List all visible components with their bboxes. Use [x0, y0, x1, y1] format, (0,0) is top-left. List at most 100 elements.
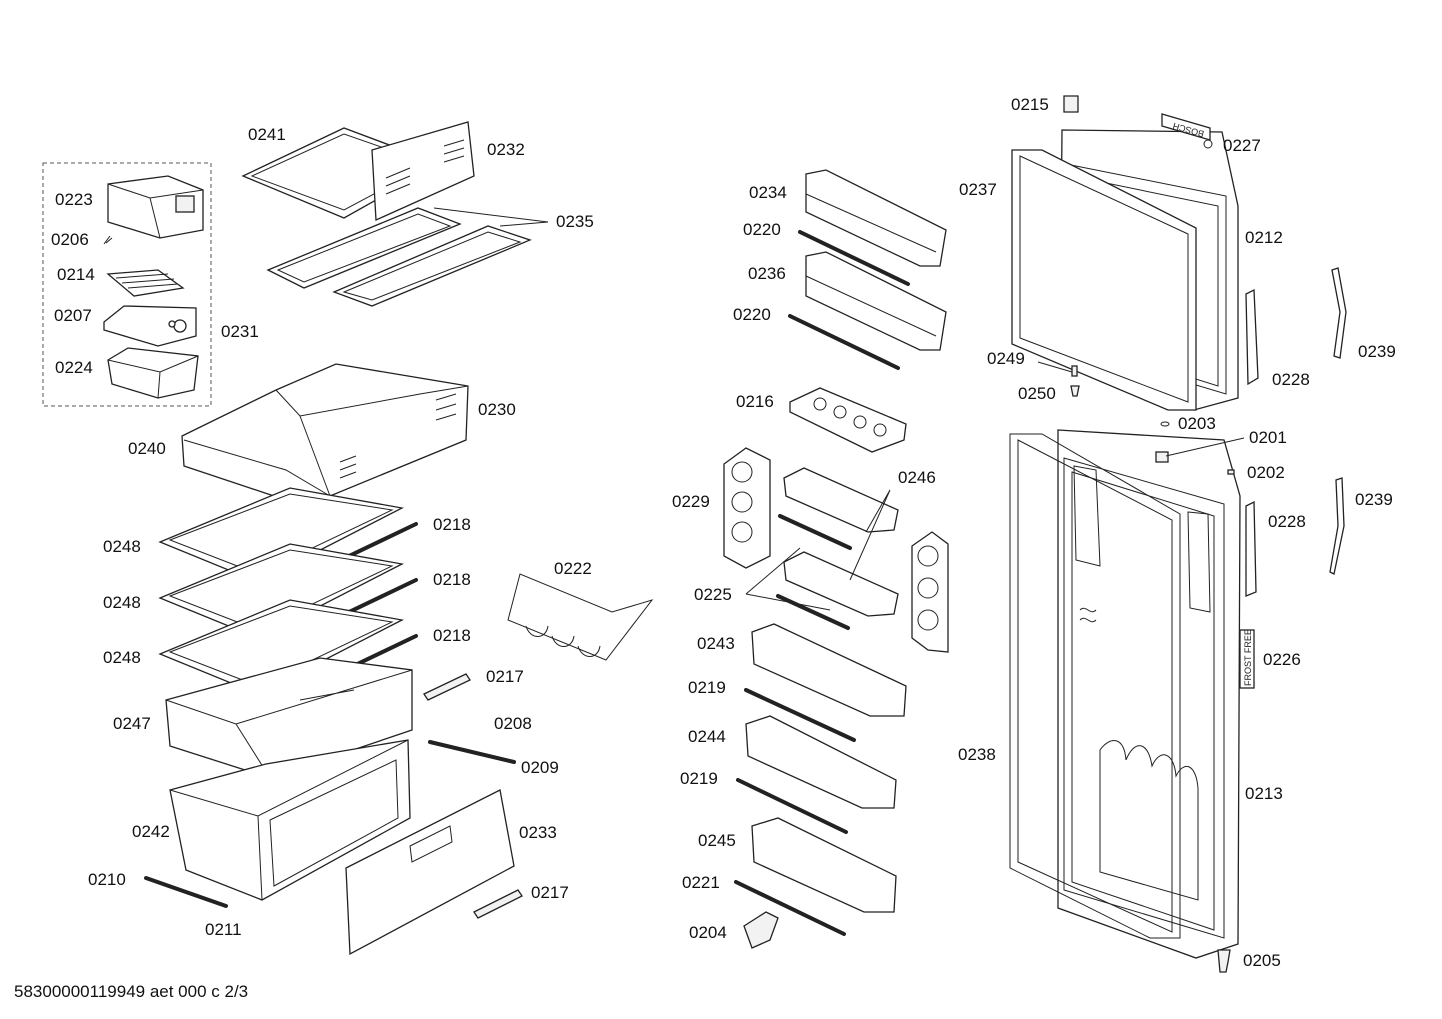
label-0208: 0208	[494, 714, 532, 733]
part-0208-rail	[428, 740, 516, 764]
label-0236: 0236	[748, 264, 786, 283]
label-0202: 0202	[1247, 463, 1285, 482]
label-0224: 0224	[55, 358, 93, 377]
label-0248-3: 0248	[103, 648, 141, 667]
label-0223: 0223	[55, 190, 93, 209]
label-0219-2: 0219	[680, 769, 718, 788]
part-0243-drawing	[751, 623, 907, 717]
label-0248-2: 0248	[103, 593, 141, 612]
label-0246: 0246	[898, 468, 936, 487]
part-0220-trim-1	[798, 230, 910, 286]
label-0228-1: 0228	[1272, 370, 1310, 389]
label-0226: 0226	[1263, 650, 1301, 669]
part-0238-gasket	[1009, 433, 1181, 939]
label-0229: 0229	[672, 492, 710, 511]
part-0205-screw	[1217, 949, 1231, 973]
label-0205: 0205	[1243, 951, 1281, 970]
part-0214-drawing	[106, 269, 185, 297]
label-0210: 0210	[88, 870, 126, 889]
label-0249: 0249	[987, 349, 1025, 368]
part-0236-drawing	[805, 251, 947, 351]
label-0217-2: 0217	[531, 883, 569, 902]
label-0232: 0232	[487, 140, 525, 159]
part-0217-strip-2	[473, 889, 523, 919]
label-0222: 0222	[554, 559, 592, 578]
label-0248-1: 0248	[103, 537, 141, 556]
label-0233: 0233	[519, 823, 557, 842]
label-0227: 0227	[1223, 136, 1261, 155]
leader-0225	[745, 547, 831, 611]
part-0220-trim-2	[788, 314, 900, 370]
part-0235-drawing	[266, 207, 549, 307]
part-0216-drawing	[789, 387, 907, 453]
label-0218-3: 0218	[433, 626, 471, 645]
label-0237: 0237	[959, 180, 997, 199]
label-0218-2: 0218	[433, 570, 471, 589]
part-0248-shelf-1	[158, 487, 405, 583]
part-0247-drawing	[165, 657, 413, 779]
ice-kit-group-box	[42, 162, 212, 407]
label-0244: 0244	[688, 727, 726, 746]
part-0239-handle-1	[1331, 267, 1347, 359]
label-0217-1: 0217	[486, 667, 524, 686]
part-0206-drawing	[103, 235, 113, 245]
label-0234: 0234	[749, 183, 787, 202]
label-0213: 0213	[1245, 784, 1283, 803]
part-0249-drawing	[1037, 361, 1073, 373]
label-0230: 0230	[478, 400, 516, 419]
part-0244-drawing	[745, 715, 897, 809]
label-0219-1: 0219	[688, 678, 726, 697]
label-0225: 0225	[694, 585, 732, 604]
label-0221: 0221	[682, 873, 720, 892]
part-0228-hinge-1	[1245, 288, 1259, 386]
label-0220-1: 0220	[743, 220, 781, 239]
part-0207-drawing	[103, 305, 197, 347]
part-0239-handle-2	[1329, 477, 1345, 575]
label-0240: 0240	[128, 439, 166, 458]
part-0219-trim-2	[736, 778, 848, 834]
document-footer-code: 58300000119949 aet 000 c 2/3	[14, 982, 249, 1001]
label-0238: 0238	[958, 745, 996, 764]
label-0201: 0201	[1249, 428, 1287, 447]
label-0203: 0203	[1178, 414, 1216, 433]
part-0225-trim-2	[776, 594, 850, 630]
part-0201-drawing	[1155, 451, 1169, 463]
label-0239-2: 0239	[1355, 490, 1393, 509]
label-0204: 0204	[689, 923, 727, 942]
part-0237-gasket	[1011, 149, 1197, 411]
label-0242: 0242	[132, 822, 170, 841]
label-0245: 0245	[698, 831, 736, 850]
part-0234-drawing	[805, 169, 947, 267]
part-0210-rail	[144, 876, 228, 908]
label-0206: 0206	[51, 230, 89, 249]
label-0241: 0241	[248, 125, 286, 144]
label-0215: 0215	[1011, 95, 1049, 114]
label-0247: 0247	[113, 714, 151, 733]
label-0220-2: 0220	[733, 305, 771, 324]
part-0219-trim-1	[744, 688, 856, 742]
part-0223-drawing	[107, 175, 204, 239]
part-0248-shelf-3	[158, 599, 405, 695]
part-0250-screw	[1070, 385, 1080, 397]
label-0239-1: 0239	[1358, 342, 1396, 361]
label-0235: 0235	[556, 212, 594, 231]
label-0209: 0209	[521, 758, 559, 777]
label-0228-2: 0228	[1268, 512, 1306, 531]
label-0218-1: 0218	[433, 515, 471, 534]
part-0248-shelf-2	[158, 543, 405, 639]
part-0203-drawing	[1160, 421, 1170, 427]
part-0224-drawing	[107, 347, 199, 399]
part-0221-trim	[734, 880, 846, 936]
part-0215-drawing	[1063, 95, 1079, 113]
label-0231: 0231	[221, 322, 259, 341]
part-0249-pin	[1071, 365, 1078, 377]
label-0214: 0214	[57, 265, 95, 284]
part-0242-drawing	[169, 739, 411, 901]
part-0217-strip-1	[423, 673, 471, 701]
label-0211: 0211	[205, 920, 242, 939]
label-0250: 0250	[1018, 384, 1056, 403]
label-0212: 0212	[1245, 228, 1283, 247]
part-0232-drawing	[371, 121, 475, 221]
label-0216: 0216	[736, 392, 774, 411]
